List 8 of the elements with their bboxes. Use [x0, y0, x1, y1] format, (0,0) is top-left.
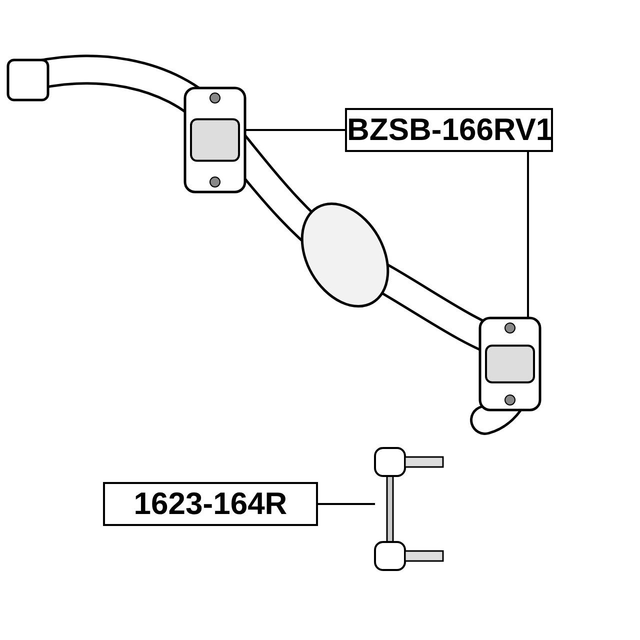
bushing-bracket-drawing [478, 316, 542, 412]
stabilizer-link-drawing [374, 447, 444, 571]
bushing-bracket-drawing [184, 86, 246, 194]
part-number-label: BZSB-166RV1 [345, 108, 553, 152]
leader-line [527, 152, 529, 318]
leader-line [245, 129, 345, 131]
part-number-label: 1623-164R [103, 482, 318, 526]
leader-line [318, 503, 375, 505]
